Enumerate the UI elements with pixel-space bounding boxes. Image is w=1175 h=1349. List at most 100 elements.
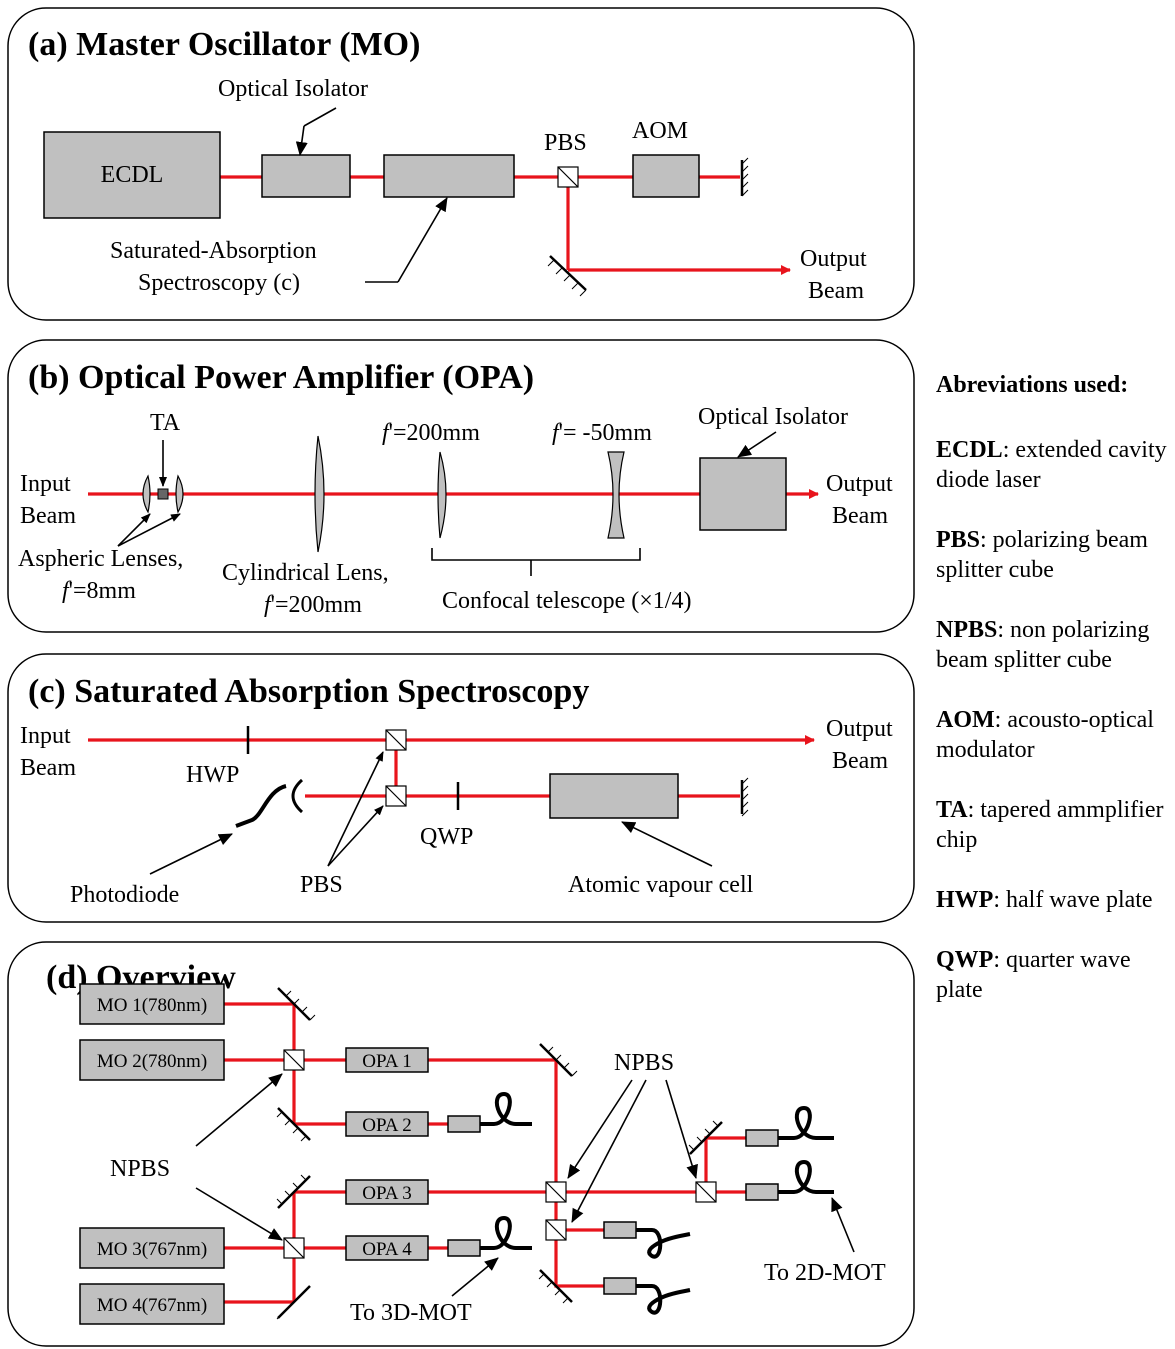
cylindrical-label-2: f'=200mm <box>264 592 362 618</box>
telescope-lens-2 <box>607 451 625 539</box>
retro-mirror-a <box>740 157 749 197</box>
npbs-cube-3 <box>545 1181 567 1203</box>
mirror-d2 <box>276 1107 311 1142</box>
aspheric-f-value: '=8mm <box>69 578 137 604</box>
abbr-item-npbs: NPBS: non polarizing beam splitter cube <box>936 615 1171 675</box>
abbr-item-hwp: HWP: half wave plate <box>936 885 1171 915</box>
opa4-box <box>345 1235 429 1261</box>
isolator-pointer-b <box>295 125 308 156</box>
opa1-label: OPA 1 <box>362 1051 411 1072</box>
opa-output-label-2: Beam <box>832 503 888 529</box>
abbr-key: NPBS <box>936 617 998 643</box>
npbs-label-right: NPBS <box>614 1050 674 1076</box>
mo3-label: MO 3(767nm) <box>97 1239 207 1260</box>
mirror-d7 <box>688 1120 723 1155</box>
aspheric-lens-1 <box>142 474 151 514</box>
ecdl-label: ECDL <box>101 162 164 188</box>
fiber-opa2 <box>480 1091 532 1126</box>
abbr-item-ecdl: ECDL: extended cavity diode laser <box>936 435 1171 495</box>
telescope-bracket <box>431 548 641 576</box>
panel-a-master-oscillator: (a) Master Oscillator (MO) ECDL Optical … <box>7 7 915 321</box>
npbs-right-pointer-3 <box>665 1079 698 1179</box>
opa2-box <box>345 1111 429 1137</box>
npbs-right-pointer-2 <box>571 1079 647 1223</box>
cylindrical-label-1: Cylindrical Lens, <box>222 560 389 586</box>
abbr-key: QWP <box>936 947 994 973</box>
mirror-d3 <box>276 1174 311 1209</box>
panel-a-title: (a) Master Oscillator (MO) <box>28 26 420 63</box>
sas-output-label-1: Output <box>826 716 893 742</box>
qwp-label: QWP <box>420 824 473 850</box>
aspheric-label-1: Aspheric Lenses, <box>18 546 183 572</box>
coupler-2dmot-b <box>745 1183 779 1201</box>
optical-isolator-label: Optical Isolator <box>218 76 368 102</box>
opa-isolator-label: Optical Isolator <box>698 404 848 430</box>
abbr-item-qwp: QWP: quarter wave plate <box>936 945 1171 1005</box>
lens2-f-value: '= -50mm <box>559 420 653 446</box>
abbr-desc: : quarter wave plate <box>936 947 1131 1003</box>
opa3-box <box>345 1179 429 1205</box>
npbs-label-left: NPBS <box>110 1156 170 1182</box>
optical-isolator-box <box>261 154 351 198</box>
sas-pbs-label: PBS <box>300 872 343 898</box>
abbr-key: PBS <box>936 527 981 553</box>
photodiode-label: Photodiode <box>70 882 179 908</box>
fiber-2dmot-b <box>778 1159 834 1194</box>
cylindrical-f-value: '=200mm <box>271 592 363 618</box>
mo2-box <box>79 1039 225 1081</box>
ta-label: TA <box>150 410 181 436</box>
opa-isolator-box <box>699 457 787 531</box>
npbs-right-pointer-1 <box>567 1079 633 1179</box>
abbr-key: TA <box>936 797 968 823</box>
abbr-desc: : extended cavity diode laser <box>936 437 1167 493</box>
cylindrical-lens <box>314 435 325 553</box>
aom-box <box>632 154 700 198</box>
mo-output-label-2: Beam <box>808 278 864 304</box>
npbs-cube-5 <box>695 1181 717 1203</box>
panel-a-frame <box>7 7 915 321</box>
aspheric-pointer-2 <box>117 513 181 547</box>
aspheric-lens-2 <box>175 474 184 514</box>
opa3-label: OPA 3 <box>362 1183 411 1204</box>
to-3d-mot-label: To 3D-MOT <box>350 1300 472 1326</box>
cylindrical-f-symbol: f <box>264 592 274 618</box>
fold-mirror-a <box>547 255 587 297</box>
telescope-lens-1 <box>437 451 447 539</box>
ta-chip <box>157 488 169 500</box>
vapour-cell-label: Atomic vapour cell <box>568 872 754 898</box>
photodiode-pointer <box>149 833 233 875</box>
abbr-item-aom: AOM: acousto-optical modulator <box>936 705 1171 765</box>
abbr-item-pbs: PBS: polarizing beam splitter cube <box>936 525 1171 585</box>
retro-mirror-c <box>740 777 749 817</box>
panel-b-frame <box>7 339 915 633</box>
mo2-label: MO 2(780nm) <box>97 1051 207 1072</box>
lens2-label: f'= -50mm <box>552 420 652 446</box>
opa-isolator-pointer <box>737 431 777 458</box>
npbs-cube-1 <box>283 1049 305 1071</box>
panel-c-frame <box>7 653 915 923</box>
opa-output-label-1: Output <box>826 471 893 497</box>
npbs-cube-2 <box>283 1237 305 1259</box>
pbs-pointer-2 <box>327 805 384 867</box>
fiber-3dmot-b <box>636 1284 691 1315</box>
mirror-d6 <box>538 1269 573 1304</box>
vapour-cell-pointer <box>621 821 713 867</box>
abbr-item-ta: TA: tapered ammplifier chip <box>936 795 1171 855</box>
opa2-label: OPA 2 <box>362 1115 411 1136</box>
aspheric-pointer-1 <box>117 513 151 547</box>
vapour-cell-box <box>549 773 679 819</box>
npbs-left-pointer-1 <box>195 1073 283 1147</box>
mo4-label: MO 4(767nm) <box>97 1295 207 1316</box>
abbreviations-legend: Abreviations used: ECDL: extended cavity… <box>936 370 1171 1035</box>
mo1-box <box>79 983 225 1025</box>
lens1-label: f'=200mm <box>382 420 480 446</box>
lens1-f-value: '=200mm <box>389 420 481 446</box>
aspheric-f-symbol: f <box>62 578 72 604</box>
opa-input-label-1: Input <box>20 471 71 497</box>
abbr-key: HWP <box>936 887 994 913</box>
to-2d-mot-label: To 2D-MOT <box>764 1260 886 1286</box>
opa1-box <box>345 1047 429 1073</box>
abbreviations-title: Abreviations used: <box>936 372 1129 398</box>
sas-pointer-b <box>397 197 448 283</box>
